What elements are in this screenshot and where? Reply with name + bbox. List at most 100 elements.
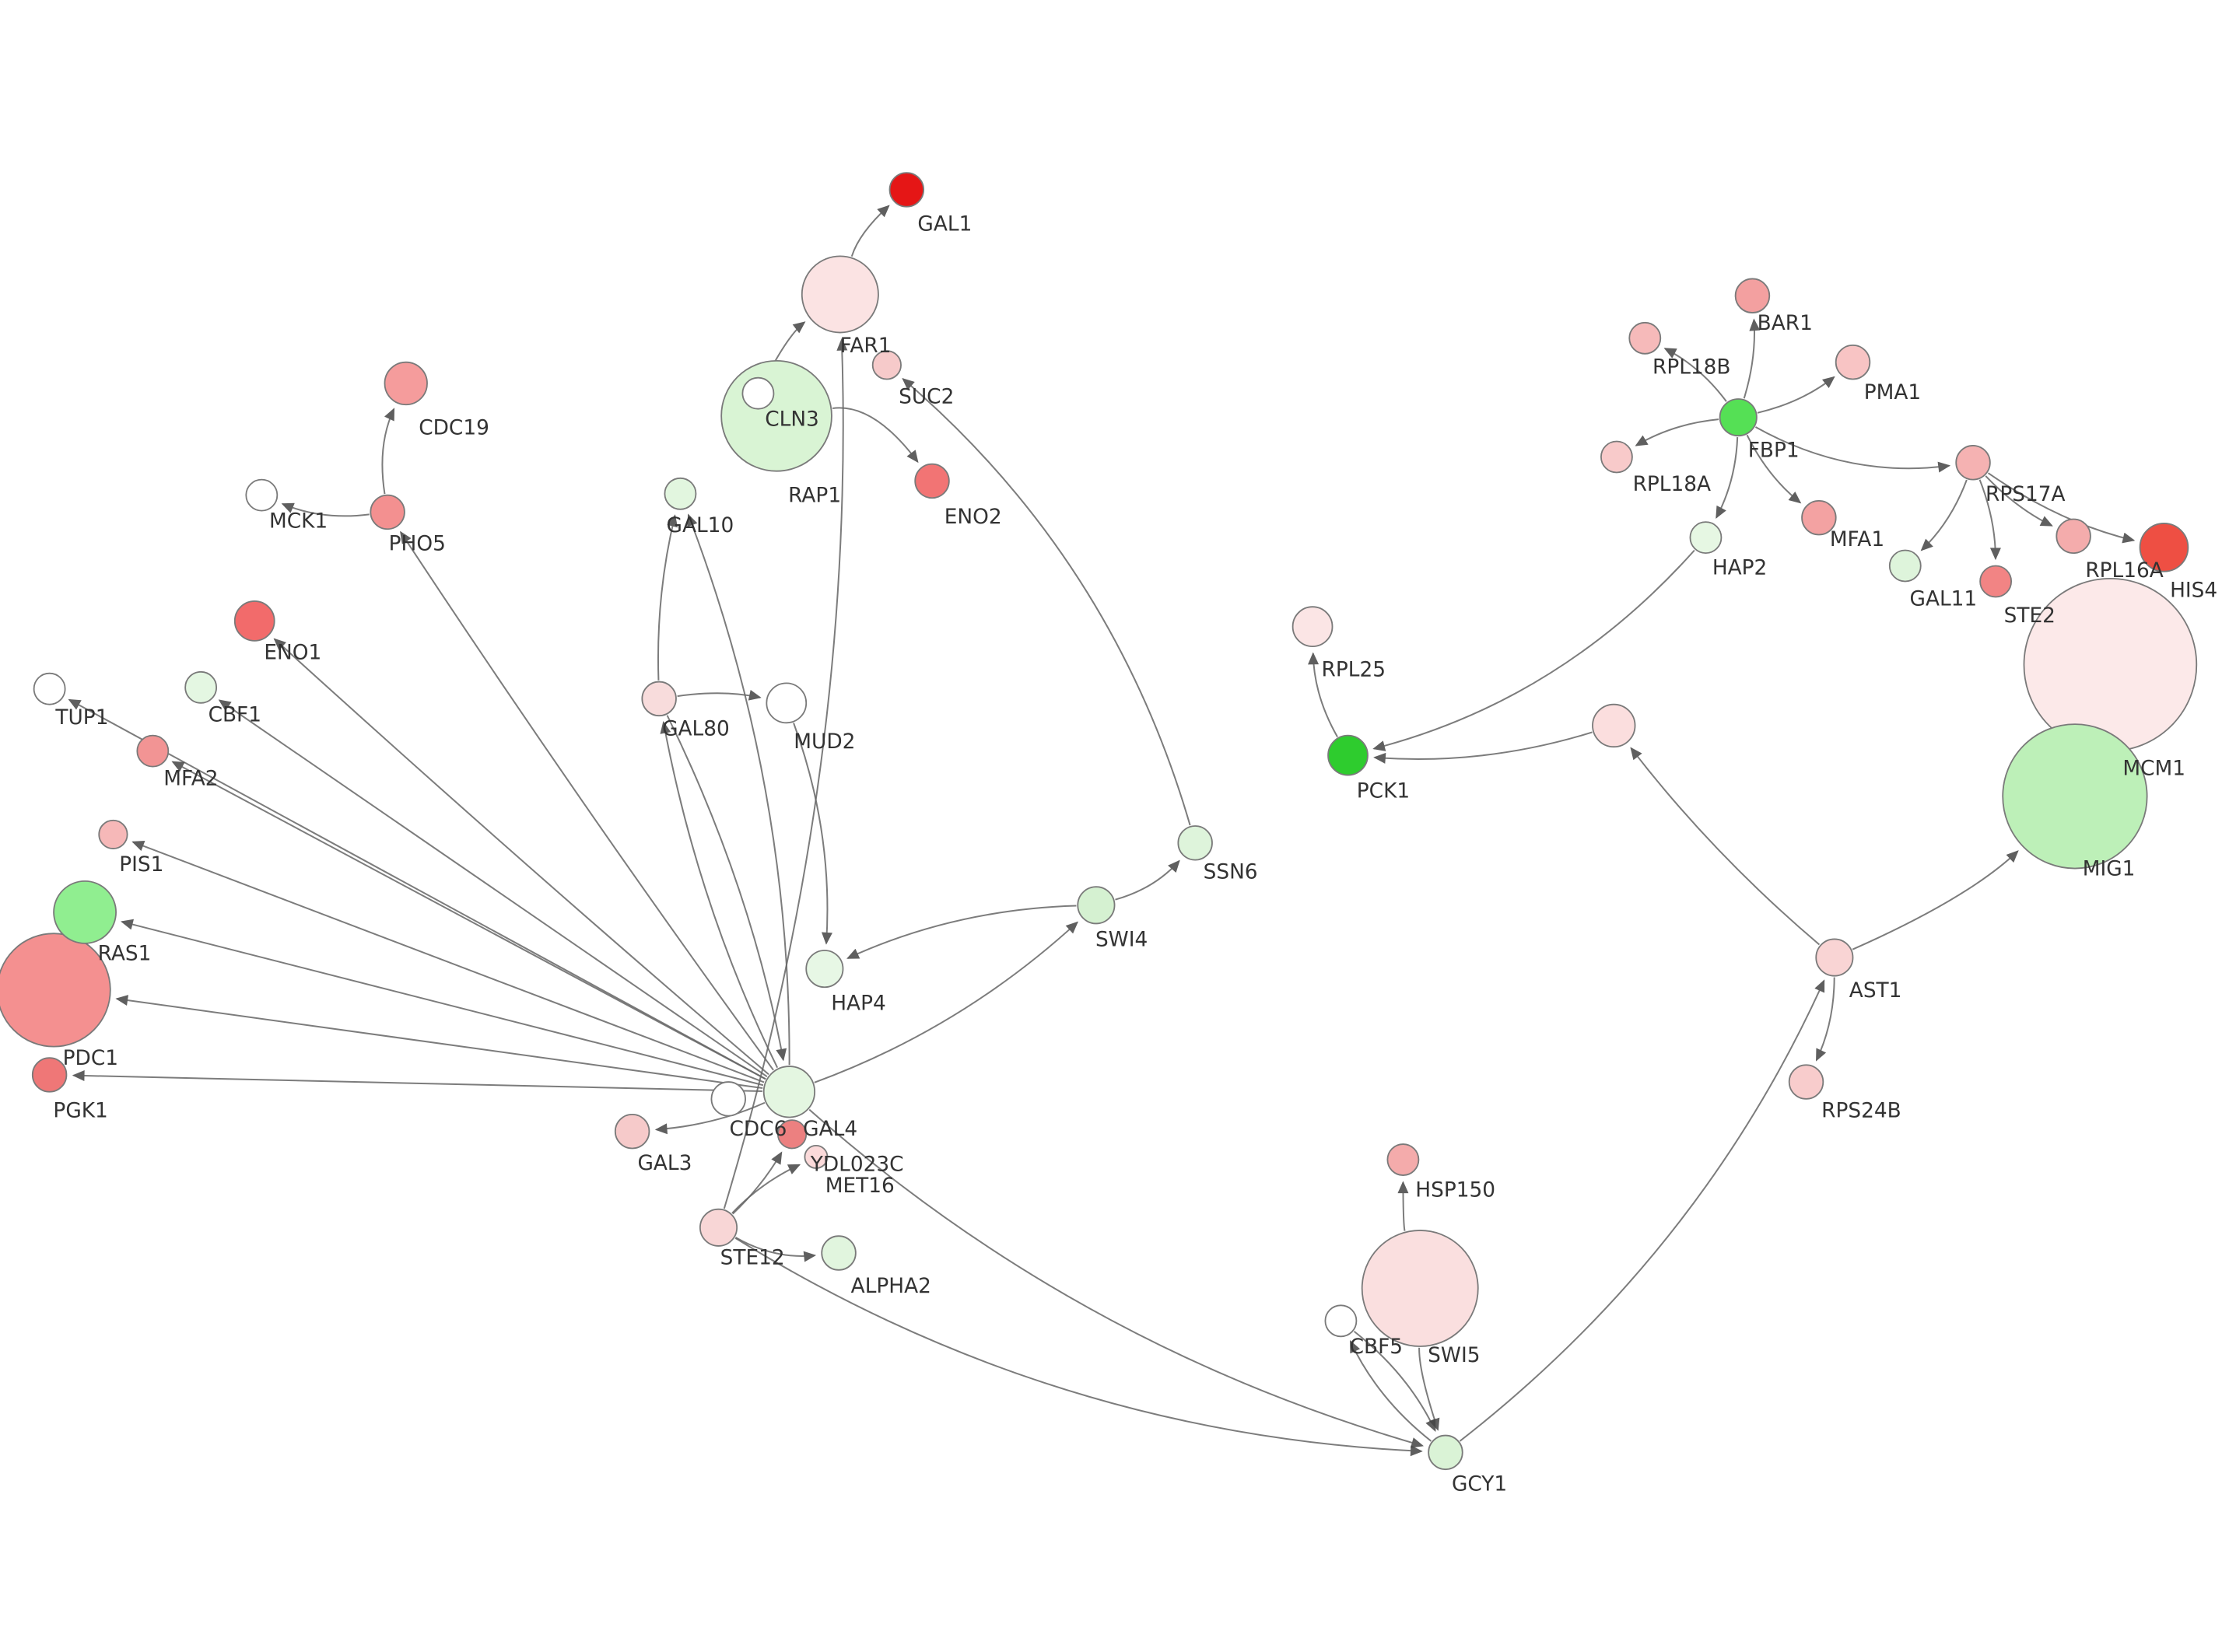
node-eno2[interactable] bbox=[914, 463, 950, 499]
node-eno1[interactable] bbox=[233, 600, 275, 642]
node-alpha2[interactable] bbox=[821, 1235, 857, 1271]
edge-rps17a-rpl16a[interactable] bbox=[1985, 475, 2053, 527]
edge-gal4-pis1[interactable] bbox=[131, 840, 765, 1083]
edge-gal4-gal80[interactable] bbox=[660, 721, 779, 1069]
node-tup1[interactable] bbox=[33, 672, 66, 705]
node-rpl18b[interactable] bbox=[1628, 321, 1662, 355]
edge-gal4-ras1[interactable] bbox=[121, 919, 764, 1087]
edge-gal4-pho5[interactable] bbox=[400, 530, 774, 1071]
edge-gal4-swi4[interactable] bbox=[814, 921, 1079, 1083]
node-rap1[interactable] bbox=[720, 359, 832, 472]
node-mig1[interactable] bbox=[2002, 723, 2148, 870]
node-cdc6[interactable] bbox=[710, 1081, 746, 1117]
node-far1[interactable] bbox=[801, 255, 879, 334]
node-ydl023c[interactable] bbox=[776, 1119, 808, 1150]
node-gal4[interactable] bbox=[762, 1066, 816, 1118]
node-mfa2[interactable] bbox=[136, 734, 170, 768]
node-cbf1[interactable] bbox=[184, 670, 218, 704]
edge-pho5-mck1[interactable] bbox=[281, 502, 370, 517]
edge-fbp1-rpl18b[interactable] bbox=[1663, 348, 1727, 402]
edge-gal4-pgk1[interactable] bbox=[72, 1070, 762, 1093]
node-rpl25[interactable] bbox=[1291, 606, 1334, 648]
edge-gal4-mfa2[interactable] bbox=[171, 761, 766, 1080]
edge-gal4-gal3[interactable] bbox=[654, 1101, 766, 1135]
node-gal1[interactable] bbox=[888, 172, 925, 208]
edge-gcy1-ast1[interactable] bbox=[1459, 979, 1825, 1442]
edge-gal4-gcy1[interactable] bbox=[808, 1108, 1424, 1448]
node-cln3[interactable] bbox=[741, 376, 775, 410]
edge-gcy1-cbf5[interactable] bbox=[1349, 1340, 1432, 1442]
edge-fbp1-bar1[interactable] bbox=[1743, 318, 1761, 399]
edge-fbp1-rps17a[interactable] bbox=[1754, 426, 1951, 473]
edge-hap2-pck1[interactable] bbox=[1372, 549, 1695, 751]
node-ssn6[interactable] bbox=[1177, 825, 1213, 861]
node-gal3[interactable] bbox=[614, 1113, 650, 1150]
node-pma1[interactable] bbox=[1835, 344, 1871, 380]
node-cdc19[interactable] bbox=[384, 361, 428, 406]
edge-fbp1-pma1[interactable] bbox=[1757, 376, 1835, 414]
node-his4[interactable] bbox=[2139, 523, 2189, 572]
node-rpl18a[interactable] bbox=[1600, 440, 1633, 474]
node-mck1[interactable] bbox=[245, 478, 279, 512]
node-bar1[interactable] bbox=[1734, 278, 1771, 313]
edge-cbf5-gcy1[interactable] bbox=[1353, 1330, 1436, 1432]
node-hsp150[interactable] bbox=[1386, 1143, 1420, 1176]
edge-unlabeled-pck1[interactable] bbox=[1373, 731, 1593, 764]
node-suc2[interactable] bbox=[871, 350, 902, 380]
edge-ste12-met16[interactable] bbox=[731, 1164, 801, 1214]
node-mud2[interactable] bbox=[766, 682, 808, 724]
node-pgk1[interactable] bbox=[31, 1057, 68, 1093]
edge-gal80-gal10[interactable] bbox=[657, 514, 678, 681]
edge-fbp1-hap2[interactable] bbox=[1716, 437, 1739, 520]
edge-pck1-rpl25[interactable] bbox=[1308, 652, 1338, 737]
node-gal10[interactable] bbox=[664, 477, 697, 510]
node-swi5[interactable] bbox=[1361, 1230, 1479, 1347]
node-pho5[interactable] bbox=[370, 494, 405, 530]
node-pck1[interactable] bbox=[1327, 734, 1369, 776]
node-unlabeled[interactable] bbox=[1592, 703, 1636, 748]
edge-ste12-alpha2[interactable] bbox=[735, 1237, 817, 1262]
edge-rps17a-gal11[interactable] bbox=[1920, 479, 1968, 551]
node-mcm1[interactable] bbox=[2023, 577, 2198, 752]
node-rps17a[interactable] bbox=[1955, 445, 1991, 481]
edge-mud2-hap4[interactable] bbox=[793, 723, 832, 945]
edge-ssn6-suc2[interactable] bbox=[902, 378, 1191, 826]
node-ste12[interactable] bbox=[699, 1208, 738, 1247]
edge-ste12-gcy1[interactable] bbox=[734, 1237, 1423, 1457]
node-mfa1[interactable] bbox=[1801, 499, 1837, 536]
edge-gal4-pdc1[interactable] bbox=[115, 995, 763, 1090]
edge-fbp1-mfa1[interactable] bbox=[1746, 434, 1802, 504]
edge-gal4-cbf1[interactable] bbox=[218, 699, 768, 1077]
node-fbp1[interactable] bbox=[1719, 398, 1758, 437]
edge-swi5-gcy1[interactable] bbox=[1418, 1347, 1440, 1431]
node-swi4[interactable] bbox=[1077, 886, 1116, 925]
edge-rps17a-his4[interactable] bbox=[1987, 472, 2136, 544]
edge-swi5-hsp150[interactable] bbox=[1397, 1181, 1409, 1231]
edge-ast1-mig1[interactable] bbox=[1852, 850, 2019, 950]
edge-ast1-rps24b[interactable] bbox=[1815, 977, 1835, 1062]
node-gcy1[interactable] bbox=[1428, 1434, 1463, 1471]
node-ras1[interactable] bbox=[53, 880, 117, 944]
node-gal80[interactable] bbox=[641, 681, 677, 717]
node-ste2[interactable] bbox=[1979, 565, 2013, 598]
node-rps24b[interactable] bbox=[1788, 1064, 1824, 1100]
node-ast1[interactable] bbox=[1815, 938, 1854, 977]
edge-gal4-eno1[interactable] bbox=[273, 638, 769, 1076]
edge-rps17a-ste2[interactable] bbox=[1978, 479, 2001, 561]
edge-fbp1-rpl18a[interactable] bbox=[1635, 418, 1719, 446]
edge-swi4-ssn6[interactable] bbox=[1115, 859, 1180, 901]
node-pis1[interactable] bbox=[98, 819, 128, 849]
edge-gal4-tup1[interactable] bbox=[68, 698, 766, 1080]
edge-ast1-unlabeled[interactable] bbox=[1630, 747, 1821, 946]
edge-rap1-eno2[interactable] bbox=[832, 407, 919, 464]
node-cbf5[interactable] bbox=[1324, 1304, 1358, 1338]
node-gal11[interactable] bbox=[1888, 549, 1922, 583]
node-rpl16a[interactable] bbox=[2056, 518, 2091, 555]
edge-gal4-gal10[interactable] bbox=[687, 513, 790, 1066]
edge-pho5-cdc19[interactable] bbox=[381, 408, 395, 495]
edge-swi4-hap4[interactable] bbox=[846, 905, 1077, 959]
node-hap4[interactable] bbox=[805, 950, 844, 989]
edge-ste12-ydl023c[interactable] bbox=[732, 1151, 783, 1215]
node-pdc1[interactable] bbox=[0, 933, 111, 1048]
